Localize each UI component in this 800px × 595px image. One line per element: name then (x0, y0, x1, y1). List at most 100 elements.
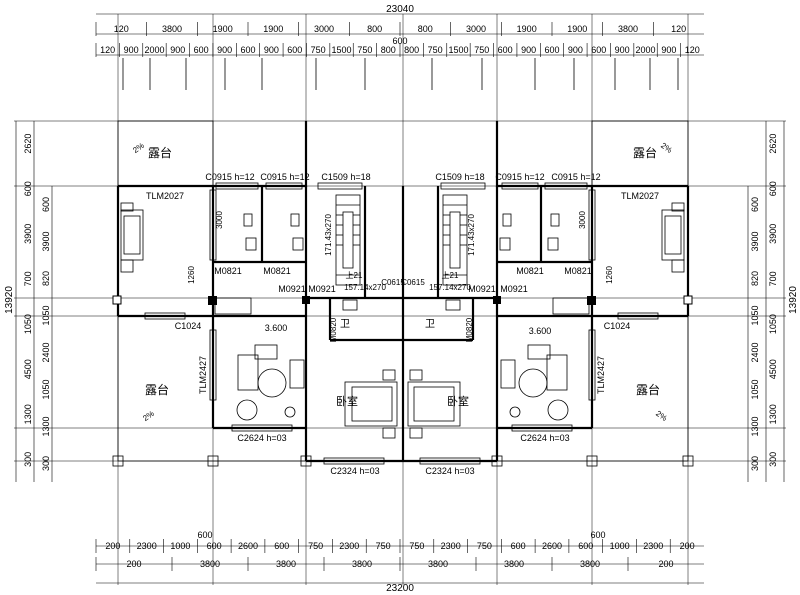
dim-text: 3800 (200, 559, 220, 569)
dim-text: 1900 (567, 24, 587, 34)
bath-fixtures (214, 213, 590, 315)
dim-text: 800 (404, 45, 419, 55)
dim-text: 900 (521, 45, 536, 55)
dim-text: 600 (274, 541, 289, 551)
dim-text: 600 (240, 45, 255, 55)
dim-text: 1000 (170, 541, 190, 551)
dim-text: 750 (311, 45, 326, 55)
dim-text: 600 (41, 197, 51, 212)
stair-spec-right-2: 157.14x270 (429, 283, 471, 292)
dim-text: 2000 (144, 45, 164, 55)
dim-text: 120 (685, 45, 700, 55)
building-walls (112, 120, 694, 467)
stair-right (442, 194, 468, 286)
door-m0820-left: M0820 (329, 317, 338, 342)
door-m0921-3: M0921 (468, 284, 496, 294)
bath-label-right: 卫 (425, 319, 435, 330)
dim-text: 3000 (314, 24, 334, 34)
dim-text: 300 (750, 456, 760, 471)
dim-text: 700 (768, 271, 778, 286)
dim-text: 200 (680, 541, 695, 551)
bottom-misc-dim-right: 600 (590, 530, 605, 540)
dim-text: 600 (544, 45, 559, 55)
dim-text: 700 (23, 271, 33, 286)
dim-text: 3800 (276, 559, 296, 569)
dim-text: 600 (591, 45, 606, 55)
dim-text: 750 (376, 541, 391, 551)
bed-bottom-left (344, 369, 398, 439)
bath-label-left: 卫 (340, 319, 350, 330)
slope-label-bl: 2% (141, 409, 156, 423)
door-m0821-4: M0821 (564, 266, 592, 276)
room-labels: 露台 露台 露台 露台 卧室 卧室 卫 卫 2% 2% 2% 2% (131, 141, 674, 423)
dim-text: 1050 (41, 305, 51, 325)
dim-text: 1900 (213, 24, 233, 34)
dim-text: 600 (23, 181, 33, 196)
dim-text: 300 (41, 456, 51, 471)
component-labels: C0915 h=12 C0915 h=12 C1509 h=18 C1509 h… (146, 172, 659, 476)
dim-text: 1000 (610, 541, 630, 551)
dim-text: 750 (477, 541, 492, 551)
slope-label-tl: 2% (131, 141, 146, 155)
living-furniture-left (236, 344, 305, 421)
dim-text: 2400 (750, 342, 760, 362)
stair-spec-left-2: 157.14x270 (344, 283, 386, 292)
dim-text: 200 (105, 541, 120, 551)
dim-text: 3800 (504, 559, 524, 569)
bed-top-right (661, 202, 685, 273)
dim-text: 800 (367, 24, 382, 34)
bottom-misc-dim-left: 600 (197, 530, 212, 540)
dim-text: 3800 (428, 559, 448, 569)
dim-text: 2600 (542, 541, 562, 551)
window-c0615-left: C0615 (381, 278, 405, 287)
terrace-label-top-right: 露台 (633, 145, 657, 160)
level-3600-left: 3.600 (265, 323, 288, 333)
side-dimensions: 13920 13920 2620600390070010504500130030… (4, 121, 799, 482)
living-furniture-right (500, 344, 569, 421)
dim-3000-left: 3000 (215, 211, 224, 229)
dim-1260-left: 1260 (187, 266, 196, 284)
dim-text: 1300 (750, 416, 760, 436)
dim-text: 600 (511, 541, 526, 551)
right-outer-dim: 13920 (788, 286, 799, 314)
dim-text: 750 (428, 45, 443, 55)
dim-text: 1300 (768, 404, 778, 424)
dim-text: 820 (41, 271, 51, 286)
dim-text: 1050 (23, 314, 33, 334)
window-c0915-3: C0915 h=12 (495, 172, 544, 182)
top-total-dim: 23040 (386, 4, 414, 15)
dim-text: 3000 (466, 24, 486, 34)
dim-text: 750 (308, 541, 323, 551)
bedroom-label-right: 卧室 (447, 394, 469, 408)
axis-lines (14, 14, 786, 585)
dim-text: 600 (768, 181, 778, 196)
up-mark-right: 上21 (442, 271, 459, 280)
dim-text: 750 (474, 45, 489, 55)
top-misc-dim: 600 (392, 36, 407, 46)
door-m0921-2: M0921 (308, 284, 336, 294)
dim-text: 120 (671, 24, 686, 34)
level-3600-right: 3.600 (529, 326, 552, 336)
stair-spec-left: 171.43x270 (324, 214, 333, 256)
door-m0821-3: M0821 (516, 266, 544, 276)
dim-text: 900 (170, 45, 185, 55)
terrace-label-right: 露台 (636, 382, 660, 397)
dim-text: 4500 (23, 359, 33, 379)
dim-text: 3900 (750, 231, 760, 251)
door-tlm2027-left: TLM2027 (146, 191, 184, 201)
dim-text: 900 (217, 45, 232, 55)
bedroom-label-left: 卧室 (336, 394, 358, 408)
dim-text: 600 (578, 541, 593, 551)
dim-text: 1500 (448, 45, 468, 55)
dim-text: 600 (287, 45, 302, 55)
door-tlm2027-right: TLM2027 (621, 191, 659, 201)
dim-text: 1300 (23, 404, 33, 424)
dim-text: 820 (750, 271, 760, 286)
door-m0821-2: M0821 (263, 266, 291, 276)
door-tlm2427-left: TLM2427 (198, 356, 208, 394)
stair-left (335, 194, 361, 286)
